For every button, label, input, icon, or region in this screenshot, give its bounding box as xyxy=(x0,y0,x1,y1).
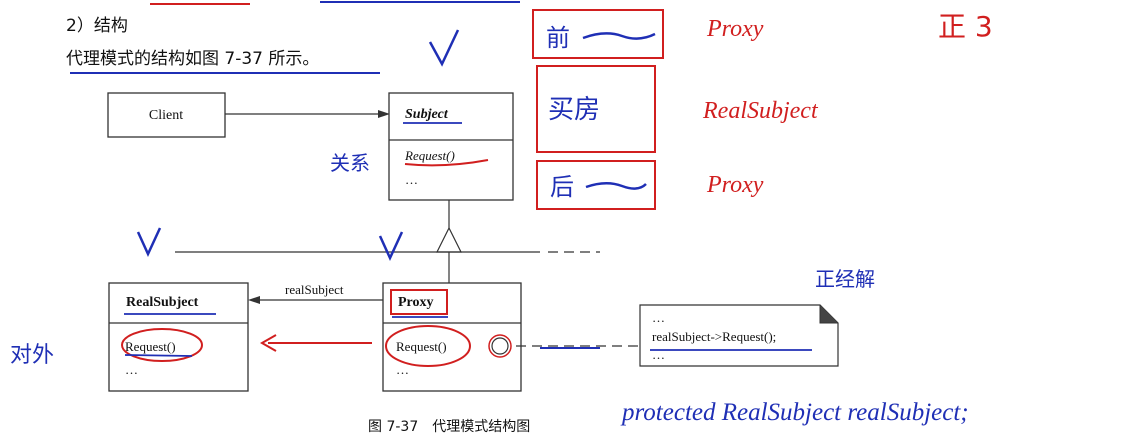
annotation-left-margin: 对外 xyxy=(10,343,54,368)
annotation-boxes: 前 买房 后 xyxy=(532,9,664,210)
proxy-name: Proxy xyxy=(398,295,434,310)
inheritance-structure xyxy=(175,200,600,283)
proxy-class: Proxy Request() … xyxy=(382,282,522,392)
realsubject-member-ellipsis: … xyxy=(125,362,138,377)
subject-member-ellipsis: … xyxy=(405,172,418,187)
annotation-top-right: 正 3 xyxy=(938,10,993,43)
proxy-name-highlight xyxy=(390,289,448,315)
annotation-pre: 前 xyxy=(546,24,570,52)
figure-caption: 图 7-37 代理模式结构图 xyxy=(368,419,530,435)
check-proxy xyxy=(378,231,404,262)
implementation-note: … realSubject->Request(); … xyxy=(516,304,839,367)
call-flow-arrow xyxy=(259,334,372,352)
annotation-right-top: 正经解 xyxy=(815,267,875,291)
section-header: 2）结构 代理模式的结构如图 7-37 所示。 xyxy=(66,1,520,74)
annotation-box-post xyxy=(536,160,656,210)
proxy-note-anchor-ink xyxy=(488,334,512,358)
annotation-label-proxy-2: Proxy xyxy=(706,172,764,198)
client-subject-association xyxy=(225,110,390,118)
subject-request-underline xyxy=(404,159,489,167)
client-class: Client xyxy=(107,92,226,138)
check-realsubject xyxy=(136,227,162,258)
realsubject-request-underline xyxy=(124,354,193,357)
annotation-label-realsubject: RealSubject xyxy=(702,98,819,124)
client-name: Client xyxy=(149,108,183,123)
proxy-realsubject-association: realSubject xyxy=(248,282,383,304)
annotation-mid: 买房 xyxy=(548,95,600,125)
subject-class: Subject Request() … xyxy=(388,92,514,201)
annotation-checkmarks xyxy=(136,29,460,262)
proxy-note-anchor xyxy=(491,337,509,355)
annotation-box-pre xyxy=(532,9,664,59)
section-intro: 代理模式的结构如图 7-37 所示。 xyxy=(66,49,319,69)
annotation-relation: 关系 xyxy=(330,151,370,175)
subject-name: Subject xyxy=(405,107,449,122)
realsubject-request-circle xyxy=(121,328,203,362)
annotation-code-line: protected RealSubject realSubject; xyxy=(620,399,969,426)
section-heading: 2）结构 xyxy=(66,16,128,36)
proxy-member-ellipsis: … xyxy=(396,362,409,377)
annotation-box-mid xyxy=(536,65,656,153)
realsubject-member-request: Request() xyxy=(125,339,176,354)
annotation-post: 后 xyxy=(550,173,574,201)
note-line-2: realSubject->Request(); xyxy=(652,329,776,344)
realsubject-name: RealSubject xyxy=(126,295,199,310)
check-subject xyxy=(428,29,460,67)
note-line-1: … xyxy=(652,310,665,325)
association-label: realSubject xyxy=(285,282,344,297)
proxy-member-request: Request() xyxy=(396,339,447,354)
subject-member-request: Request() xyxy=(404,148,455,163)
realsubject-class: RealSubject Request() … xyxy=(108,282,249,392)
proxy-request-circle xyxy=(385,325,471,367)
annotation-labels: Proxy RealSubject Proxy 正 3 关系 对外 正经解 pr… xyxy=(10,10,993,426)
annotation-label-proxy-1: Proxy xyxy=(706,16,764,42)
